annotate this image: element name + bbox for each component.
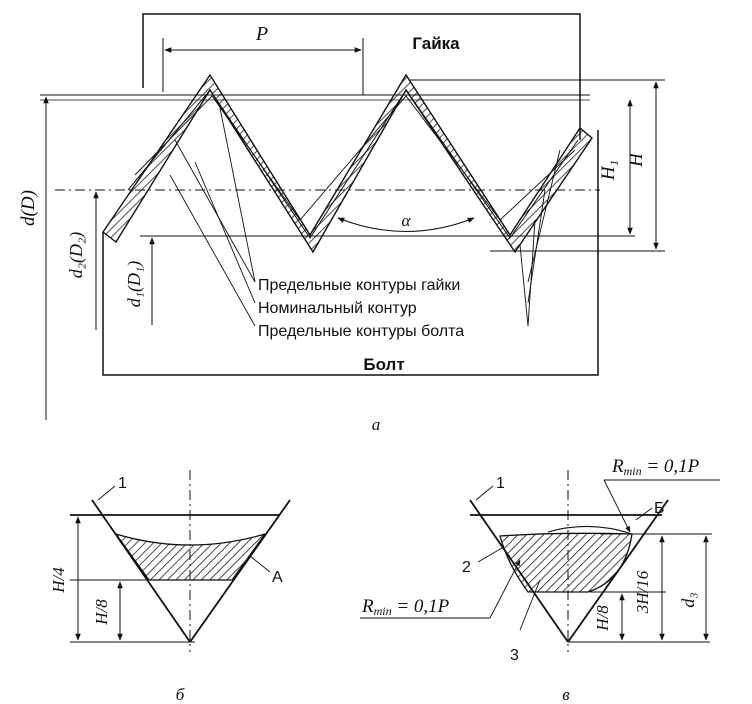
d2-label: d₂(D₂) (66, 232, 87, 279)
pitch-label: P (255, 23, 268, 45)
caption-v: в (562, 685, 570, 704)
h3-16-label: 3H/16 (633, 570, 652, 614)
caption-b: б (176, 685, 185, 704)
rmin-top-label: Rmin = 0,1P (611, 456, 700, 478)
nut-outline (142, 13, 581, 140)
legend-nominal: Номинальный контур (258, 300, 417, 317)
top-figure: P Гайка Болт α H₁ H d(D) d₂(D₂) d₁(D₁) (18, 13, 665, 434)
bottom-left-figure: H/4 H/8 1 А б (49, 470, 291, 704)
rmin-bottom-label: Rmin = 0,1P (361, 596, 450, 618)
nut-label: Гайка (412, 34, 460, 53)
bolt-label: Болт (363, 355, 404, 374)
h-label: H (626, 152, 647, 168)
label-2: 2 (462, 559, 471, 576)
legend-leaders (169, 107, 561, 327)
zone-a (114, 532, 267, 581)
zone-b (499, 532, 633, 593)
label-3: 3 (510, 647, 519, 664)
h8-label-right: H/8 (593, 605, 612, 632)
caption-a: а (372, 415, 381, 434)
h4-label: H/4 (49, 567, 68, 594)
h8-label-left: H/8 (92, 599, 111, 626)
d3-label: d₃ (678, 592, 698, 607)
legend-nut-limits: Предельные контуры гайки (258, 277, 460, 294)
label-b: Б (654, 500, 665, 517)
d1-label: d₁(D₁) (124, 261, 145, 308)
bottom-right-figure: H/8 3H/16 d₃ 1 2 3 Б Rmin = 0,1P Rmin = … (360, 456, 720, 704)
angle-arc (337, 217, 475, 232)
label-1-left: 1 (118, 475, 127, 492)
angle-label: α (402, 211, 412, 230)
label-1-right: 1 (496, 475, 505, 492)
legend-bolt-limits: Предельные контуры болта (258, 323, 464, 340)
bolt-outline (102, 130, 599, 376)
d-label: d(D) (18, 190, 39, 226)
nut-limit-contour (134, 95, 576, 221)
nominal-contour (127, 89, 579, 239)
label-a: А (272, 569, 283, 586)
h1-label: H₁ (598, 160, 619, 181)
